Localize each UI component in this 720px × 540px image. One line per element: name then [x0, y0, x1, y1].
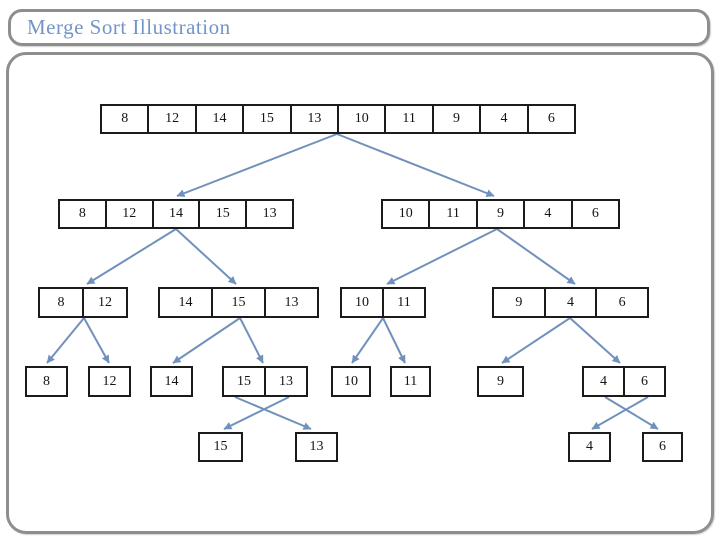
array-cell: 13 [264, 289, 317, 316]
array-cell: 14 [194, 106, 242, 132]
array-cell: 12 [147, 106, 194, 132]
array-cell: 10 [355, 294, 369, 310]
array-cell: 11 [403, 373, 418, 389]
array-node-15: 15 [198, 432, 243, 462]
array-cell: 10 [337, 106, 384, 132]
array-cell: 6 [570, 201, 618, 227]
array-cell: 4 [600, 373, 607, 389]
array-cell: 11 [382, 289, 424, 316]
array-cell: 8 [78, 206, 86, 221]
array-cell: 8 [57, 294, 65, 310]
array-cell: 15 [211, 289, 264, 316]
array-node-10-11: 10 11 [340, 287, 426, 318]
array-cell: 11 [428, 201, 475, 227]
array-node-10: 10 [331, 366, 371, 397]
array-cell: 4 [586, 439, 593, 454]
array-cell: 15 [213, 439, 228, 454]
array-cell: 4 [479, 106, 526, 132]
array-node-13: 13 [295, 432, 338, 462]
array-cell: 13 [309, 439, 324, 454]
array-cell: 15 [198, 201, 245, 227]
array-cell: 4 [543, 289, 596, 316]
array-cell: 15 [242, 106, 289, 132]
slide-title: Merge Sort Illustration [27, 15, 231, 39]
array-cell: 14 [178, 294, 193, 310]
array-cell: 6 [659, 439, 666, 454]
array-cell: 12 [102, 373, 117, 389]
array-cell: 13 [289, 106, 337, 132]
array-cell: 9 [515, 294, 523, 310]
array-cell: 10 [344, 373, 358, 389]
array-node-8-12: 8 12 [38, 287, 128, 318]
array-node-11: 11 [390, 366, 431, 397]
array-cell: 12 [104, 201, 152, 227]
array-cell: 12 [82, 289, 126, 316]
array-cell: 6 [623, 368, 664, 395]
array-cell: 6 [595, 289, 647, 316]
array-node-12: 12 [88, 366, 131, 397]
array-cell: 14 [164, 373, 179, 389]
array-node-8: 8 [25, 366, 68, 397]
array-node-6: 6 [642, 432, 683, 462]
content-panel [6, 52, 714, 534]
array-cell: 15 [237, 373, 251, 389]
array-cell: 10 [398, 206, 413, 221]
array-cell: 9 [497, 373, 504, 389]
array-cell: 13 [245, 201, 292, 227]
array-cell: 9 [431, 106, 479, 132]
array-cell: 14 [151, 201, 199, 227]
array-cell: 9 [475, 201, 523, 227]
array-cell: 11 [384, 106, 431, 132]
array-cell: 6 [526, 106, 574, 132]
array-cell: 4 [523, 201, 570, 227]
title-box: Merge Sort Illustration [8, 9, 710, 46]
array-node-14: 14 [150, 366, 193, 397]
array-cell: 13 [264, 368, 306, 395]
array-node-9: 9 [477, 366, 524, 397]
array-cell: 8 [121, 111, 129, 126]
array-node-4: 4 [568, 432, 611, 462]
array-cell: 8 [43, 373, 50, 389]
